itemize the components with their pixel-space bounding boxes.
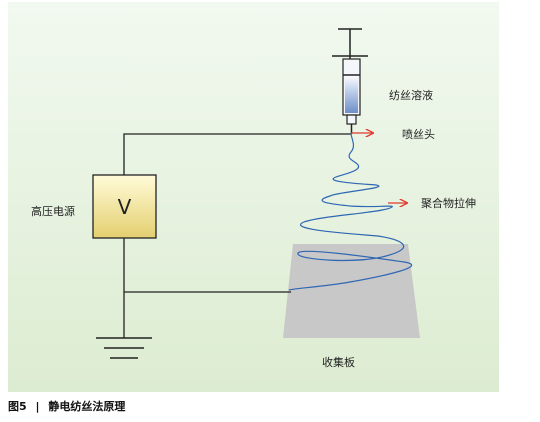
figure-title: 静电纺丝法原理 [48,399,125,413]
voltage-symbol: V [118,195,132,219]
caption-separator: | [36,400,40,413]
power-supply-box [92,174,157,239]
figure-caption: 图5 | 静电纺丝法原理 [8,399,125,413]
circuit-wires [123,133,351,338]
power-supply-label: 高压电源 [31,204,75,218]
ground-symbol [96,337,152,359]
syringe-solution [345,75,358,113]
figure-number: 图5 [8,400,27,413]
polymer-jet [288,133,413,291]
needle-hub [346,114,357,125]
collector-label: 收集板 [322,355,355,369]
syringe [332,28,368,134]
stretch-label: 聚合物拉伸 [421,196,476,210]
collector-plate [283,244,420,338]
nozzle-label: 喷丝头 [402,128,435,141]
wire-to-needle [123,133,351,175]
solution-label: 纺丝溶液 [389,88,433,102]
